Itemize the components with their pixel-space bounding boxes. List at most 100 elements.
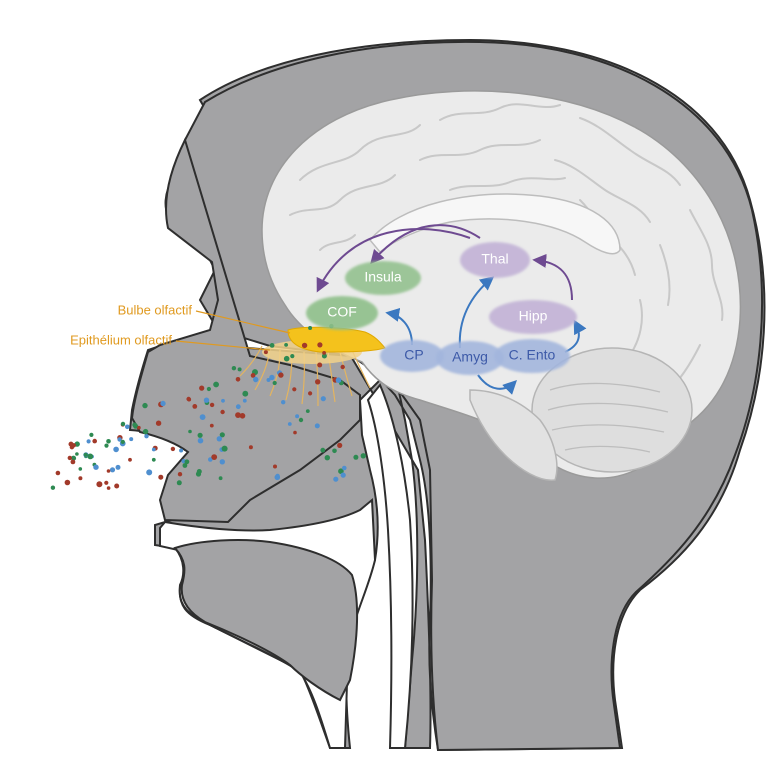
odor-molecule-dot <box>333 476 339 482</box>
odor-molecule-dot <box>146 469 153 476</box>
region-cof-label: COF <box>327 304 357 320</box>
odor-molecule-dot <box>353 454 359 460</box>
odor-molecule-dot <box>184 459 190 465</box>
arrow-amyg-thal <box>458 276 495 349</box>
odor-molecule-dot <box>106 439 111 444</box>
odor-molecule-dot <box>320 447 326 453</box>
odor-molecule-dot <box>120 421 126 427</box>
odor-molecule-dot <box>67 455 73 461</box>
odor-molecule-dot <box>335 377 342 384</box>
odor-molecule-dot <box>170 446 176 452</box>
region-amyg-label: Amyg <box>452 349 488 365</box>
odor-molecule-dot <box>160 400 166 407</box>
region-thal-label: Thal <box>481 251 508 267</box>
odor-molecule-dot <box>248 445 253 450</box>
odor-molecule-dot <box>93 464 99 470</box>
odor-molecule-dot <box>55 470 61 476</box>
odor-molecule-dot <box>324 455 330 461</box>
odor-molecule-dot <box>235 404 241 410</box>
odor-molecule-dot <box>337 442 343 448</box>
odor-molecule-dot <box>269 343 275 348</box>
odor-molecule-dot <box>322 351 326 355</box>
odor-molecule-dot <box>253 376 259 383</box>
odor-molecule-dot <box>70 455 77 461</box>
odor-molecule-dot <box>144 434 149 439</box>
odor-molecule-dot <box>340 472 346 478</box>
odor-molecule-dot <box>83 452 88 457</box>
odor-molecule-dot <box>104 480 109 485</box>
odor-molecule-dot <box>250 373 256 378</box>
odor-molecule-dot <box>290 354 295 359</box>
odor-molecule-dot <box>242 398 247 403</box>
odor-molecule-dot <box>239 413 246 419</box>
odor-molecule-dot <box>129 437 134 442</box>
odor-molecule-dot <box>220 409 225 415</box>
odor-molecules <box>50 323 366 490</box>
odor-molecule-dot <box>203 397 210 403</box>
bulbe-callout-line <box>195 310 291 334</box>
odor-molecule-dot <box>128 457 132 462</box>
odor-molecule-dot <box>199 414 206 420</box>
odor-molecule-dot <box>292 387 297 392</box>
odor-molecule-dot <box>199 385 205 391</box>
odor-molecule-dot <box>293 430 297 435</box>
odor-molecule-dot <box>113 446 119 453</box>
odor-molecule-dot <box>151 457 156 462</box>
pharynx <box>366 383 414 749</box>
odor-molecule-dot <box>50 485 56 490</box>
face-profile <box>130 137 361 524</box>
odor-molecule-dot <box>155 420 162 426</box>
arrow-ento-hipp <box>564 319 587 353</box>
odor-molecule-dot <box>308 391 313 396</box>
odor-molecule-dot <box>273 464 277 469</box>
odor-molecule-dot <box>92 438 97 444</box>
arrow-thal-cof <box>316 228 471 293</box>
odor-molecule-dot <box>235 412 241 418</box>
odor-molecule-dot <box>115 464 121 470</box>
epithelium-olfactif-label: Epithélium olfactif <box>70 332 172 347</box>
odor-molecule-dot <box>117 437 122 442</box>
odor-molecule-dot <box>216 436 222 442</box>
odor-molecule-dot <box>208 457 213 462</box>
epithelium-callout-line <box>175 340 271 351</box>
odor-molecule-dot <box>125 424 130 430</box>
odor-molecule-dot <box>338 468 344 475</box>
brainstem <box>469 389 558 481</box>
region-hipp <box>489 300 577 334</box>
odor-molecule-dot <box>211 454 218 460</box>
odor-molecule-dot <box>195 471 202 477</box>
odor-molecule-dot <box>221 398 225 403</box>
odor-molecule-dot <box>235 377 241 382</box>
odor-molecule-dot <box>106 469 111 473</box>
region-insula-label: Insula <box>364 269 402 285</box>
odor-molecule-dot <box>197 432 203 438</box>
region-hipp-label: Hipp <box>519 308 548 324</box>
cerebellum <box>531 347 693 473</box>
odor-molecule-dot <box>237 367 242 372</box>
region-ento-label: C. Ento <box>509 347 556 363</box>
odor-molecule-dot <box>301 342 308 349</box>
region-insula <box>345 261 421 295</box>
odor-molecule-dot <box>342 465 347 471</box>
odor-molecule-dot <box>142 402 148 409</box>
odor-molecule-dot <box>305 409 310 413</box>
odor-molecule-dot <box>269 374 275 381</box>
odor-molecule-dot <box>104 443 109 448</box>
odor-molecule-dot <box>68 441 74 447</box>
odor-molecule-dot <box>263 350 268 355</box>
odor-molecule-dot <box>197 437 204 444</box>
tongue <box>173 539 359 702</box>
odor-molecule-dot <box>287 422 292 426</box>
brain-gyri <box>289 103 724 396</box>
odor-molecule-dot <box>317 342 323 348</box>
arrow-amyg-ento <box>477 374 517 395</box>
odor-molecule-dot <box>132 422 138 428</box>
odor-molecule-dot <box>298 417 304 423</box>
odor-molecule-dot <box>151 447 156 452</box>
odor-molecule-dot <box>278 372 284 378</box>
arrow-thal-insula <box>370 224 481 265</box>
odor-molecule-dot <box>109 467 116 473</box>
odor-molecule-dot <box>213 381 220 388</box>
odor-molecule-dot <box>320 396 326 402</box>
